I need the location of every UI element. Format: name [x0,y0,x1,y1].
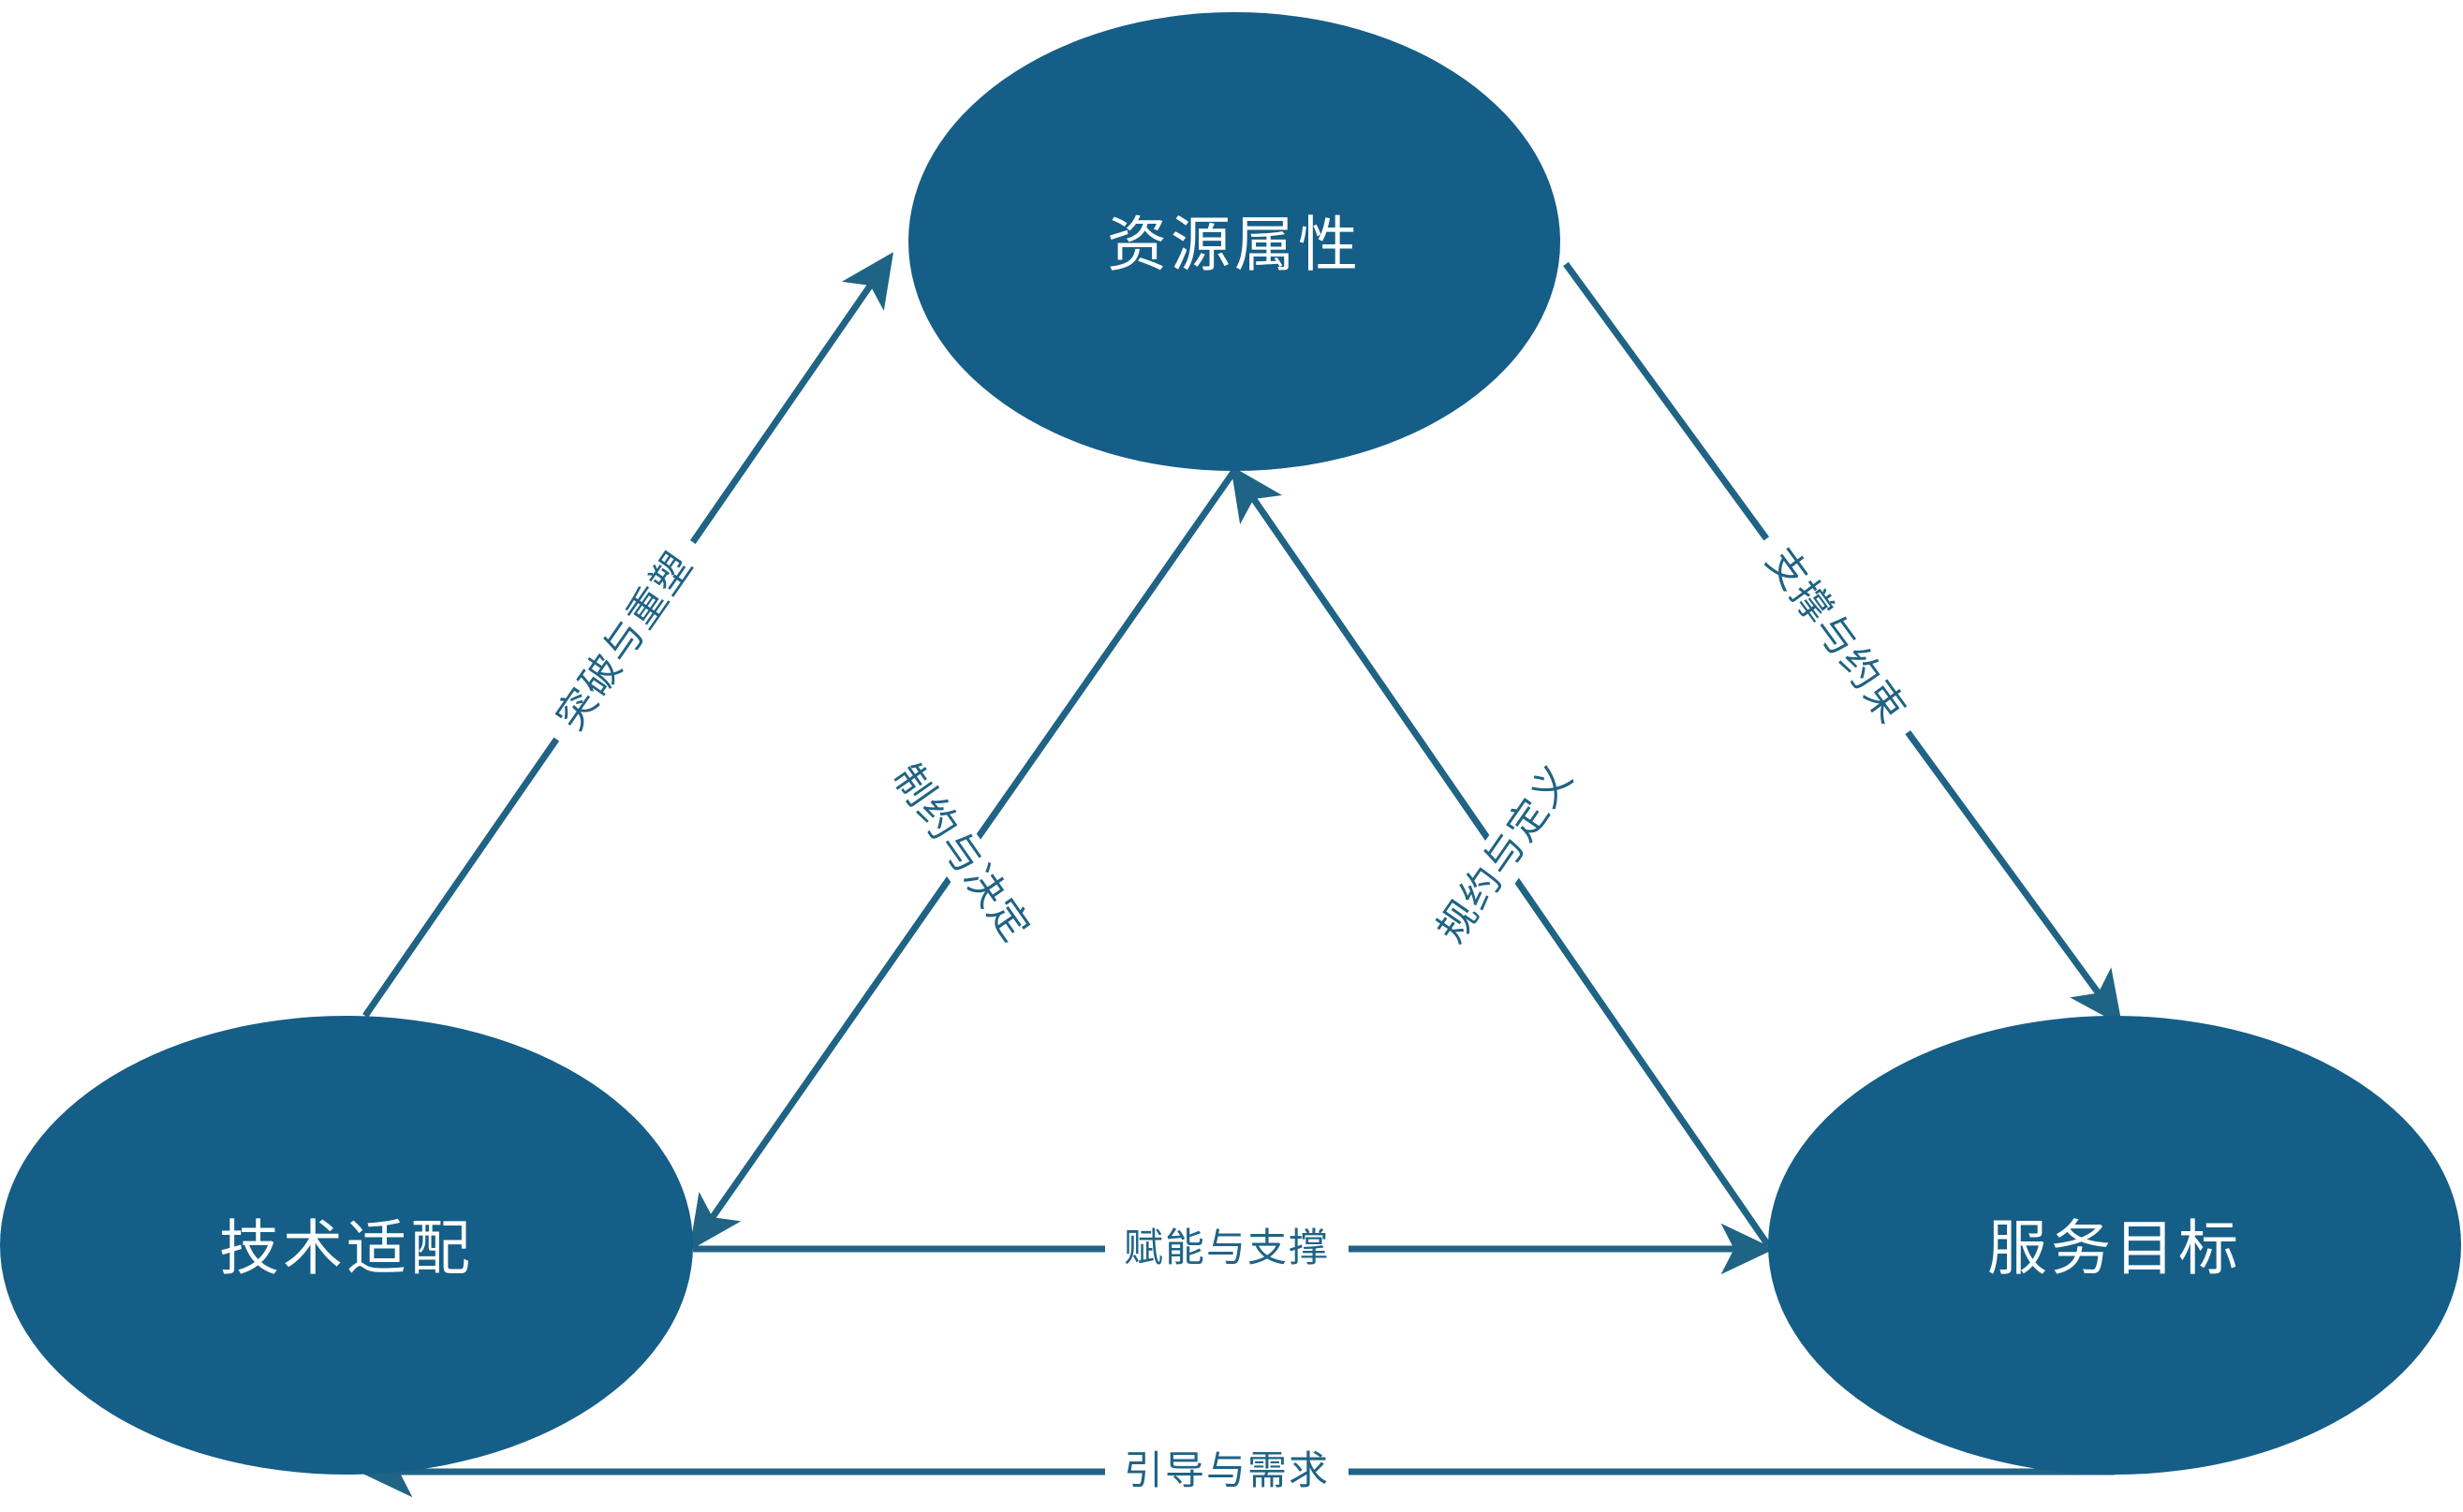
edge-label-empowerment-support: 赋能与支撑 [1124,1227,1330,1270]
edge-label-guidance-demand: 引导与需求 [1124,1450,1330,1493]
edge-label-backing-breakthrough-reshaping [537,528,715,755]
node-label-resource-attributes: 资源属性 [1107,213,1362,279]
edge-label-support-constraint: 支撑与约束 [1758,541,1914,733]
edge-label-backing-specification-definition [1417,741,1595,967]
edge-empowerment-support[interactable]: 赋能与支撑 [693,1221,1776,1277]
edge-label-backing-guidance-demand [1105,1444,1349,1500]
edge-constraint-determination[interactable]: 制约与决定 [688,468,1237,1251]
edge-label-breakthrough-reshaping: 突破与重塑 [549,544,701,738]
edge-guidance-demand[interactable]: 引导与需求 [358,1444,2115,1500]
edge-breakthrough-reshaping[interactable]: 突破与重塑 [362,252,893,1018]
edge-label-backing-constraint-determination [872,741,1050,966]
node-label-service-goals: 服务目标 [1987,1216,2242,1283]
edge-support-constraint[interactable]: 支撑与约束 [1563,261,2123,1026]
node-label-technology-adaptation: 技术适配 [219,1216,474,1283]
edge-label-backing-empowerment-support [1105,1221,1349,1277]
node-technology-adaptation[interactable]: 技术适配 [0,1016,693,1475]
node-ellipse-technology-adaptation [0,1016,693,1475]
nodes-layer: 资源属性 技术适配 服务目标 [0,12,2461,1475]
edge-label-backing-support-constraint [1745,525,1926,748]
node-resource-attributes[interactable]: 资源属性 [908,12,1560,471]
edge-specification-definition[interactable]: 规约与定义 [1231,465,1771,1247]
node-ellipse-service-goals [1768,1016,2461,1475]
node-ellipse-resource-attributes [908,12,1560,471]
node-service-goals[interactable]: 服务目标 [1768,1016,2461,1475]
